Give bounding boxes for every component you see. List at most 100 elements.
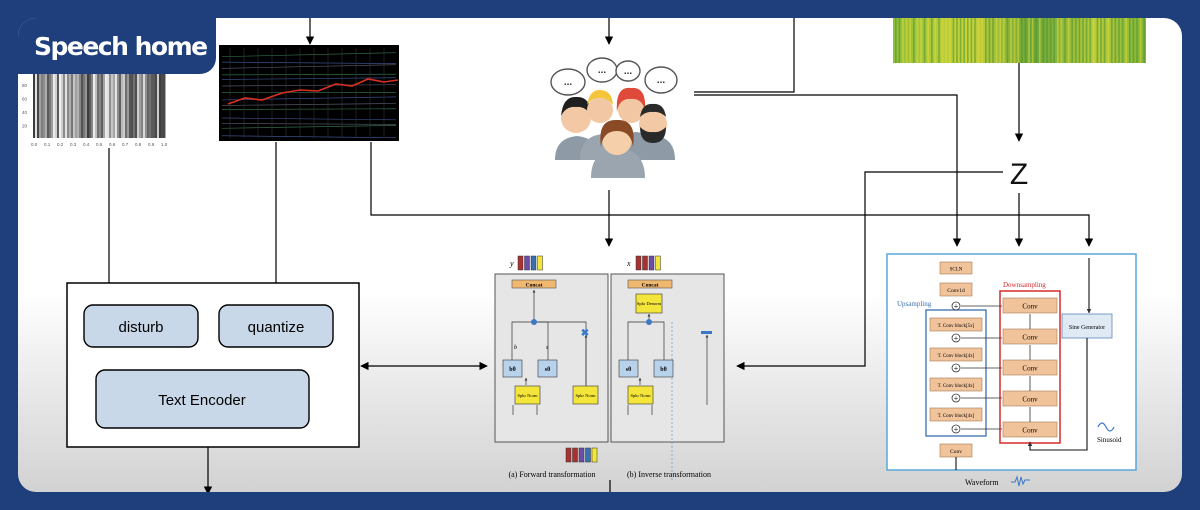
spectrogram-column (83, 57, 85, 138)
sum-node (951, 393, 961, 403)
green-spectrogram (893, 18, 1146, 63)
sum-node-symbol: + (954, 334, 959, 343)
green-spectrogram-column (1049, 18, 1052, 63)
green-spectrogram-column (941, 18, 944, 63)
spectrogram-column (147, 57, 149, 138)
quantize-label: quantize (248, 319, 305, 336)
latent-z: Z (1010, 158, 1028, 191)
green-spectrogram-column (999, 18, 1001, 63)
green-spectrogram-column (1136, 18, 1138, 63)
forward-s-theta: sθ (545, 367, 550, 373)
sum-node (951, 301, 961, 311)
green-spectrogram-column (909, 18, 911, 63)
spectrogram-column (111, 57, 113, 138)
spectrogram-column (55, 57, 57, 138)
tconv-block (929, 377, 983, 392)
green-spectrogram-column (1057, 18, 1059, 63)
green-spectrogram-column (938, 18, 940, 63)
spectrogram-column (47, 57, 49, 138)
svg-text:...: ... (657, 75, 666, 86)
green-spectrogram-column (981, 18, 983, 63)
vector-cell (530, 255, 537, 271)
green-spectrogram-column (1021, 18, 1023, 63)
spectrogram-column (149, 57, 151, 138)
tconv-block (929, 347, 983, 362)
downsample-conv-label: Conv (1022, 303, 1038, 311)
spectrogram-column (85, 57, 87, 138)
spectrogram-x-tick: 0.9 (148, 142, 155, 147)
green-spectrogram-column (1085, 18, 1088, 63)
green-spectrogram-column (920, 18, 922, 63)
spectrogram-column (137, 57, 139, 138)
vector-cell (517, 255, 524, 271)
tconv-block (929, 317, 983, 332)
green-spectrogram-column (992, 18, 994, 63)
spectrogram-column (51, 57, 53, 138)
harmonic-line (221, 103, 397, 106)
sum-node-symbol: + (954, 364, 959, 373)
spectrogram-column (121, 57, 123, 138)
spectrogram-column (131, 57, 133, 138)
green-spectrogram-column (1121, 18, 1124, 63)
sum-node (951, 363, 961, 373)
spectrogram-column (161, 57, 163, 138)
green-spectrogram-column (995, 18, 998, 63)
spectrogram-column (103, 57, 105, 138)
spectrogram-x-tick: 0.6 (109, 142, 116, 147)
spectrogram-x-tick: 0.8 (135, 142, 142, 147)
green-spectrogram-column (985, 18, 987, 63)
green-spectrogram-column (1096, 18, 1099, 63)
spectrogram-column (37, 57, 39, 138)
vector-cell (565, 447, 572, 463)
green-spectrogram-column (923, 18, 926, 63)
disturb-label: disturb (118, 319, 163, 336)
forward-caption: (a) Forward transformation (508, 470, 595, 479)
spectrogram-column (91, 57, 93, 138)
spectrogram-x-tick: 0.4 (83, 142, 90, 147)
harmonic-line (221, 52, 397, 58)
green-spectrogram-column (974, 18, 976, 63)
green-spectrogram-column (895, 18, 897, 63)
harmonic-line (221, 135, 397, 139)
spectrogram-column (59, 57, 61, 138)
downsample-conv (1002, 297, 1058, 314)
spectrogram-column (151, 57, 153, 138)
spectrogram-column (57, 57, 59, 138)
spectrogram-column (135, 57, 137, 138)
harmonic-line (221, 125, 397, 129)
spectrogram-column (133, 57, 135, 138)
harmonic-line (221, 117, 397, 121)
vector-cell (524, 255, 530, 271)
downsample-conv-label: Conv (1022, 365, 1038, 373)
green-spectrogram-column (1114, 18, 1117, 63)
green-spectrogram-column (1024, 18, 1027, 63)
spectrogram-column (113, 57, 115, 138)
sum-node-symbol: + (954, 425, 959, 434)
spectrogram-column (75, 57, 77, 138)
spectrogram-column (49, 57, 51, 138)
forward-concat: Concat (526, 283, 543, 289)
spectrogram-column (157, 57, 159, 138)
vector-cell (655, 255, 661, 271)
spectrogram-x-tick: 0.3 (70, 142, 77, 147)
green-spectrogram-column (1093, 18, 1095, 63)
spectrogram-column (107, 57, 109, 138)
spectrogram-column (45, 57, 47, 138)
text-encoder-label: Text Encoder (158, 392, 246, 409)
spectrogram-column (69, 57, 71, 138)
spectrogram-column (67, 57, 69, 138)
green-spectrogram-column (1089, 18, 1091, 63)
green-spectrogram-column (1143, 18, 1145, 63)
var-y-label: y (509, 259, 514, 268)
vector-cell (648, 255, 655, 271)
spectrogram-column (61, 57, 63, 138)
harmonic-line (221, 73, 397, 76)
spectrogram-column (163, 57, 165, 138)
disturb-box (83, 304, 199, 348)
tconv-block-label: T. Conv block[5x] (938, 324, 975, 329)
green-spectrogram-column (1028, 18, 1030, 63)
downsample-conv-label: Conv (1022, 334, 1038, 342)
spectrogram-y-tick: 80 (22, 83, 28, 88)
downsampling-label: Downsampling (1003, 281, 1046, 289)
diagram-frame: 120100806040200.00.10.20.30.40.50.60.70.… (18, 18, 1182, 492)
